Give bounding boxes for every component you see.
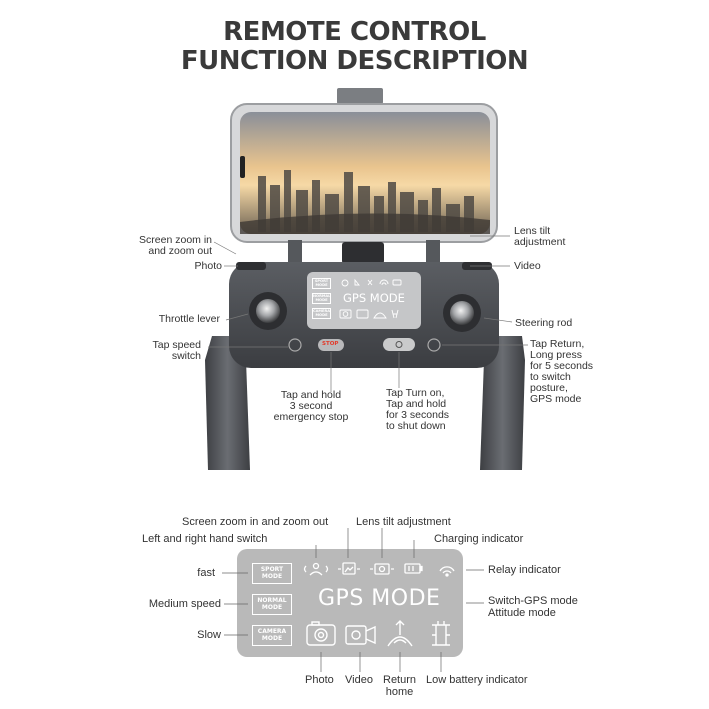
low-battery-icon	[432, 621, 450, 646]
handedness-icon	[303, 562, 329, 576]
page-title-line1: REMOTE CONTROL	[223, 17, 486, 47]
speed-button	[288, 338, 302, 352]
power-button	[383, 338, 415, 351]
clamp-top	[337, 88, 383, 104]
display-label-screen-zoom: Screen zoom in and zoom out	[182, 516, 329, 528]
battery-icon	[404, 563, 423, 574]
display-label-relay: Relay indicator	[488, 564, 561, 576]
video-icon	[345, 625, 376, 645]
display-label-medium: Medium speed	[148, 598, 221, 610]
display-panel	[237, 549, 463, 657]
display-label-photo: Photo	[305, 674, 334, 686]
return-button	[427, 338, 441, 352]
display-label-charging: Charging indicator	[434, 533, 524, 545]
label-photo: Photo	[194, 260, 222, 272]
label-throttle: Throttle lever	[158, 313, 220, 325]
display-label-left-right: Left and right hand switch	[142, 533, 268, 545]
right-grip	[480, 336, 525, 470]
stop-label: STOP	[322, 341, 339, 347]
camera-icon	[306, 621, 336, 646]
label-turn-on: Tap Turn on, Tap and hold for 3 seconds …	[386, 387, 450, 432]
stop-button	[318, 339, 344, 351]
controller-mode-text: GPS MODE	[343, 291, 405, 305]
label-steering: Steering rod	[515, 317, 573, 329]
steering-stick	[450, 301, 474, 325]
display-label-slow: Slow	[197, 629, 221, 641]
controller-screen	[307, 272, 421, 329]
label-tap-return: Tap Return, Long press for 5 seconds to …	[530, 338, 594, 405]
throttle-stick	[256, 299, 280, 323]
display-label-low-battery: Low battery indicator	[426, 674, 528, 686]
display-label-lens-tilt: Lens tilt adjustment	[356, 516, 451, 528]
label-emergency-stop: Tap and hold 3 second emergency stop	[273, 389, 349, 423]
return-home-icon	[387, 620, 413, 647]
left-grip	[205, 336, 250, 470]
label-video: Video	[514, 260, 541, 272]
zoom-icon	[338, 562, 360, 575]
display-label-video: Video	[345, 674, 373, 686]
display-label-fast: fast	[197, 567, 215, 579]
wifi-icon	[439, 566, 455, 577]
page-title-line2: FUNCTION DESCRIPTION	[180, 46, 529, 76]
display-mode-text: GPS MODE	[318, 586, 441, 611]
tilt-icon	[370, 563, 394, 575]
